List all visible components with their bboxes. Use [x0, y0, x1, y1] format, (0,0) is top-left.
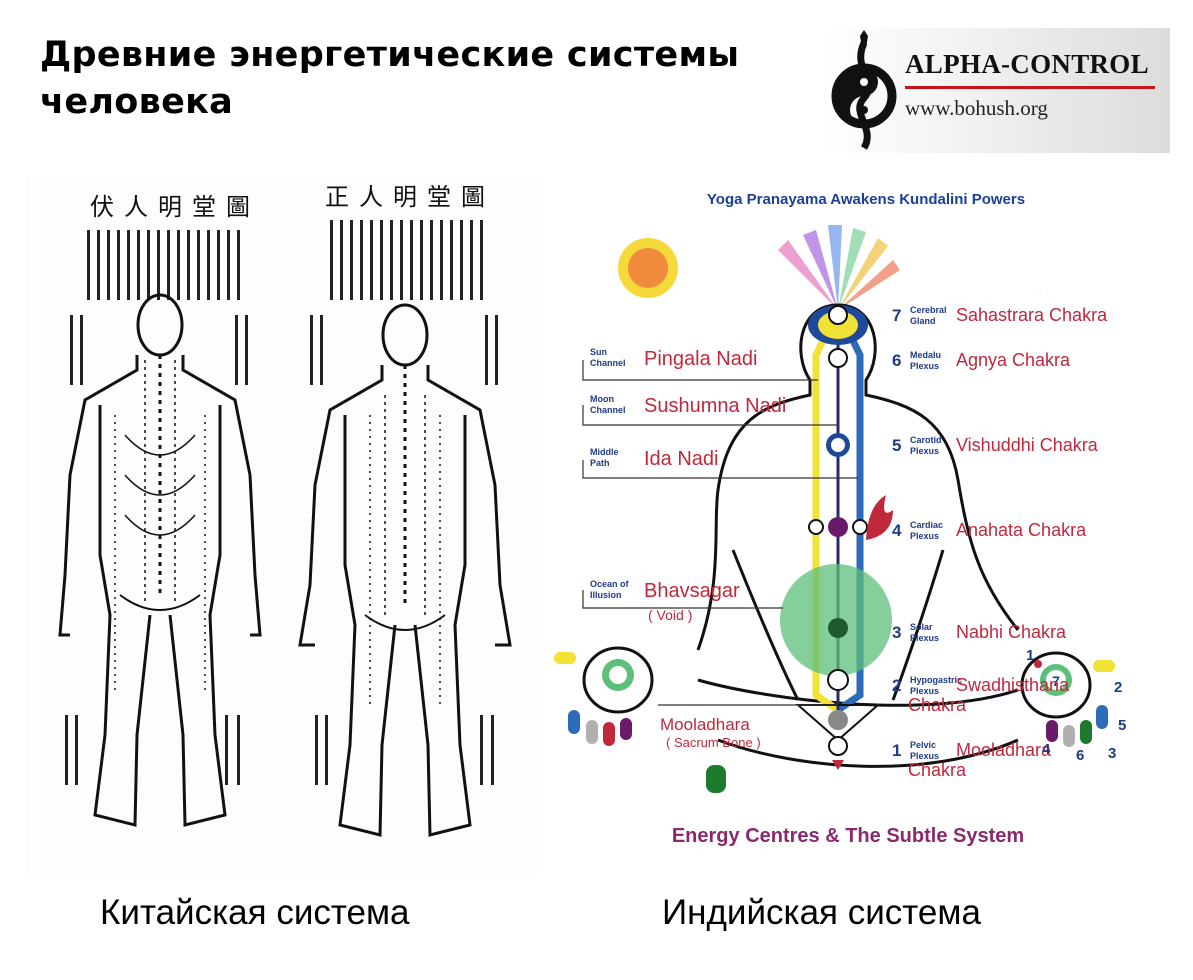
hand-number: 5	[1118, 717, 1126, 734]
chakra-name: Nabhi Chakra	[956, 622, 1067, 642]
chakra-small-label: Carotid	[910, 435, 942, 445]
nadi-sub-label: ( Void )	[648, 607, 692, 623]
nadi-small-label: Illusion	[590, 590, 622, 600]
title-line-1: Древние энергетические системы	[40, 35, 740, 75]
title-line-2: человека	[40, 82, 234, 122]
chakra-name: Chakra	[908, 695, 967, 715]
chakra-number: 4	[892, 521, 902, 540]
caption-indian: Индийская система	[662, 893, 981, 932]
chakra-name: Mooladhara	[956, 740, 1052, 760]
chakra-number: 3	[892, 623, 901, 642]
chakra-number: 7	[892, 306, 901, 325]
body-outline	[696, 303, 1020, 768]
right-figure-title: 正人明堂圖	[325, 183, 495, 211]
chakra-name: Agnya Chakra	[956, 350, 1071, 370]
chakra-name: Swadhisthana	[956, 675, 1070, 695]
nadi-small-label: Sun	[590, 347, 607, 357]
chakra-small-label: Pelvic	[910, 740, 936, 750]
chakra-name: Chakra	[908, 760, 967, 780]
chakra-small-label: Hypogastric	[910, 675, 962, 685]
mooladhara-left-label: Mooladhara ( Sacrum Bone )	[660, 715, 761, 750]
hand-numbers: 1 2 3 4 5 6	[1026, 647, 1126, 764]
hand-number: 3	[1108, 745, 1116, 762]
chakra-number: 2	[892, 676, 901, 695]
chakra-small-label: Plexus	[910, 361, 939, 371]
nadi-small-label: Middle	[590, 447, 619, 457]
logo-name: ALPHA-CONTROL	[905, 49, 1149, 79]
indian-chakra-chart: Yoga Pranayama Awakens Kundalini Powers	[548, 180, 1168, 860]
chakra-small-label: Plexus	[910, 751, 939, 761]
caption-chinese: Китайская система	[100, 893, 410, 932]
chakra-small-label: Plexus	[910, 633, 939, 643]
hand-number: 4	[1042, 741, 1051, 758]
left-figure-title: 伏人明堂圖	[90, 193, 260, 221]
chakra-name: Anahata Chakra	[956, 520, 1087, 540]
nadi-small-label: Moon	[590, 394, 614, 404]
chakra-number: 1	[892, 741, 901, 760]
left-hand	[554, 646, 726, 793]
chakra-small-label: Cardiac	[910, 520, 943, 530]
svg-text:7: 7	[1052, 673, 1060, 689]
alpha-control-logo: ALPHA-CONTROL www.bohush.org	[826, 28, 1170, 153]
chakra-name: Vishuddhi Chakra	[956, 435, 1099, 455]
back-figure	[58, 293, 262, 827]
chakra-small-label: Cerebral	[910, 305, 947, 315]
nadi-name: Ida Nadi	[644, 448, 719, 470]
mooladhara-left-sub: ( Sacrum Bone )	[666, 735, 761, 750]
mooladhara-left-name: Mooladhara	[660, 715, 750, 734]
hand-number: 6	[1076, 747, 1084, 764]
slide-title: Древние энергетические системы человека	[40, 32, 800, 126]
nadi-small-label: Channel	[590, 405, 626, 415]
sun-icon	[618, 238, 678, 298]
chakra-small-label: Solar	[910, 622, 933, 632]
hand-number: 1	[1026, 647, 1034, 664]
nadi-name: Bhavsagar	[644, 580, 740, 602]
snake-emblem-icon	[831, 30, 897, 150]
chakra-number: 5	[892, 436, 901, 455]
chakra-nodes	[795, 305, 893, 770]
chakra-top-title: Yoga Pranayama Awakens Kundalini Powers	[707, 191, 1025, 208]
chakra-name: Sahastrara Chakra	[956, 305, 1108, 325]
nadi-name: Sushumna Nadi	[644, 395, 786, 417]
chakra-small-label: Plexus	[910, 531, 939, 541]
chinese-meridian-chart: 伏人明堂圖 正人明堂圖	[25, 175, 537, 875]
moon-icon	[1014, 250, 1063, 291]
hand-number: 2	[1114, 679, 1122, 696]
nadi-small-label: Ocean of	[590, 579, 630, 589]
logo-divider	[905, 86, 1155, 89]
chakra-bottom-title: Energy Centres & The Subtle System	[672, 825, 1024, 847]
logo-url: www.bohush.org	[905, 96, 1048, 120]
front-figure	[298, 303, 512, 837]
nadi-leader-lines	[582, 360, 858, 706]
chakra-small-label: Medalu	[910, 350, 941, 360]
chakra-number: 6	[892, 351, 901, 370]
chakra-small-label: Gland	[910, 316, 936, 326]
nadi-name: Pingala Nadi	[644, 348, 757, 370]
crown-rays	[778, 225, 900, 310]
nadi-small-label: Path	[590, 458, 610, 468]
chakra-small-label: Plexus	[910, 686, 939, 696]
chakra-small-label: Plexus	[910, 446, 939, 456]
nadi-small-label: Channel	[590, 358, 626, 368]
right-hand: 7	[1020, 651, 1115, 747]
